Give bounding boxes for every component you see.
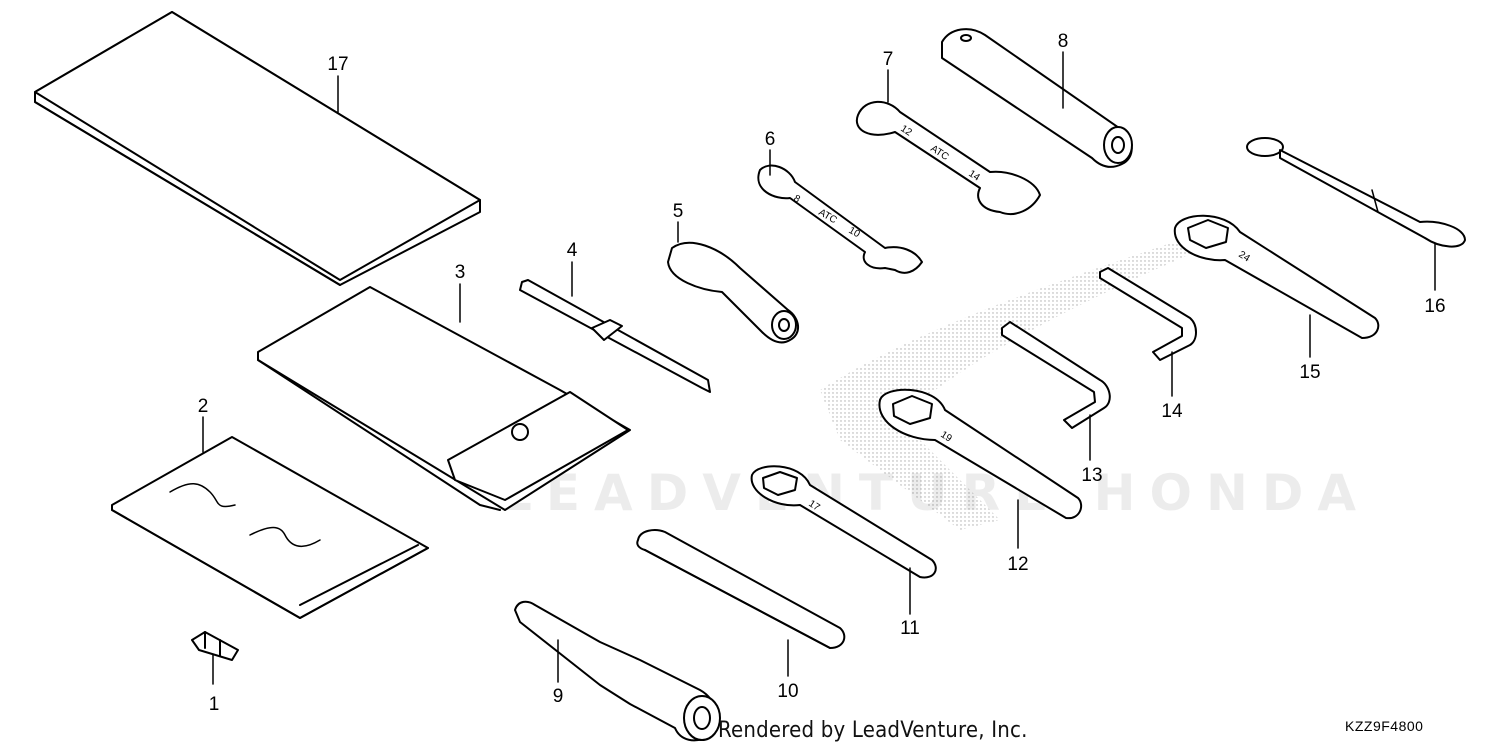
callout-2: 2 [198, 396, 209, 417]
wrench-6-mark-c: 10 [847, 225, 863, 240]
callout-11: 11 [900, 618, 920, 639]
callout-13: 13 [1081, 465, 1102, 486]
plug-wrench-8 [941, 28, 1133, 168]
callout-3: 3 [455, 262, 466, 283]
callout-8: 8 [1058, 31, 1069, 52]
callout-4: 4 [567, 240, 578, 261]
owner-manual-17 [34, 11, 481, 286]
callout-15: 15 [1299, 362, 1320, 383]
callout-6: 6 [765, 129, 776, 150]
render-credit: Rendered by LeadVenture, Inc. [718, 718, 1028, 743]
wrench-6-mark-a: 8 [792, 193, 803, 206]
wrench-12 [878, 388, 1083, 520]
callout-14: 14 [1161, 401, 1183, 422]
hex-key-14 [1099, 267, 1197, 361]
callout-labels: 1 2 3 4 5 6 7 8 9 10 11 12 13 14 15 16 1… [198, 31, 1446, 715]
callout-17: 17 [327, 54, 348, 75]
socket-wrench-9 [514, 600, 721, 742]
screwdriver-handle-5 [667, 241, 799, 344]
wrench-15 [1173, 214, 1380, 339]
screwdriver-shaft-4 [519, 279, 711, 393]
callout-9: 9 [553, 686, 564, 707]
watermark-wing [820, 240, 1200, 530]
wrench-6 [757, 164, 923, 274]
leader-lines [202, 51, 1436, 685]
diagram-code: KZZ9F4800 [1345, 718, 1424, 734]
watermark-text: LEADVENTURE HONDA [500, 464, 1370, 522]
fuse-1 [191, 631, 239, 661]
callout-7: 7 [883, 49, 894, 70]
flat-bar-10 [636, 529, 846, 649]
callout-16: 16 [1424, 296, 1445, 317]
wrench-7 [855, 100, 1041, 215]
callout-12: 12 [1007, 554, 1028, 575]
tool-bag-3 [257, 286, 631, 511]
helmet-cable-16 [1246, 137, 1466, 248]
callout-5: 5 [673, 201, 684, 222]
hex-key-13 [1001, 321, 1111, 429]
callout-10: 10 [777, 681, 798, 702]
wrench-11 [750, 465, 937, 579]
callout-1: 1 [209, 694, 220, 715]
document-bag-2 [111, 436, 429, 619]
